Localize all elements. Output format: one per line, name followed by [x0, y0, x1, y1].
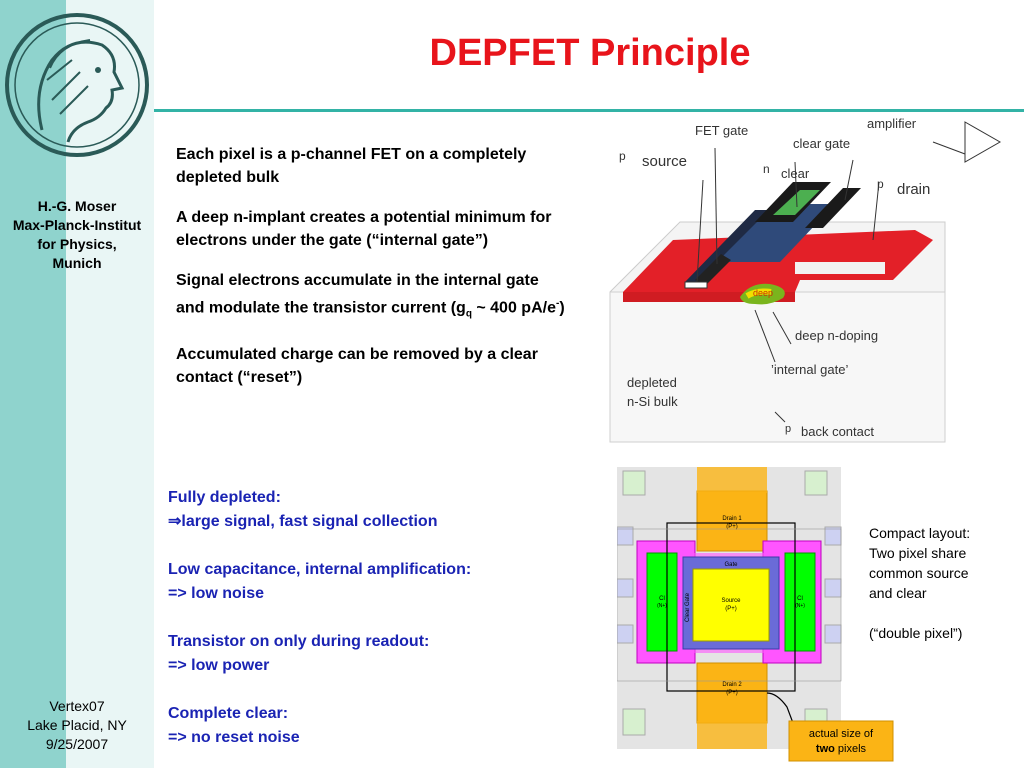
point-pixel: Each pixel is a p-channel FET on a compl…: [176, 146, 527, 186]
author-name: H.-G. Moser: [37, 198, 117, 214]
svg-text:source: source: [642, 153, 687, 170]
clear-gate: [805, 188, 861, 228]
conference-location: Lake Placid, NY: [27, 717, 127, 733]
svg-text:back contact: back contact: [801, 424, 874, 439]
svg-text:amplifier: amplifier: [867, 116, 917, 131]
svg-text:Gate: Gate: [724, 562, 738, 568]
pixel-layout-diagram: Drain 1 (P+) Drain 2 (P+) Cl (N+) Cl (N+…: [617, 467, 894, 762]
point-deep-implant: A deep n-implant creates a potential min…: [176, 209, 552, 249]
svg-text:actual size of: actual size of: [809, 728, 874, 740]
svg-text:Source: Source: [721, 598, 741, 604]
title-divider: [154, 109, 1024, 112]
actual-size-label: [788, 720, 894, 762]
double-pixel-note: (“double pixel”): [869, 625, 963, 641]
benefit-item: Low capacitance, internal amplification:…: [168, 561, 472, 602]
svg-text:p: p: [619, 149, 626, 163]
svg-text:(P+): (P+): [725, 606, 737, 612]
svg-text:Cl: Cl: [659, 596, 665, 602]
minerva-logo-icon: [5, 13, 149, 157]
svg-text:(N+): (N+): [795, 603, 805, 609]
benefit-item: Complete clear:=> no reset noise: [168, 705, 300, 746]
source-region: [692, 568, 770, 642]
svg-text:n: n: [763, 162, 770, 176]
benefits-list: Fully depleted:⇒large signal, fast signa…: [168, 486, 588, 774]
svg-text:Drain 2: Drain 2: [722, 682, 742, 688]
author-dept: for Physics,: [37, 236, 117, 252]
point-clear: Accumulated charge can be removed by a c…: [176, 345, 538, 386]
svg-text:p: p: [877, 177, 884, 191]
svg-text:(P+): (P+): [726, 690, 738, 696]
svg-text:two pixels: two pixels: [816, 743, 867, 755]
benefit-item: Fully depleted:⇒large signal, fast signa…: [168, 489, 438, 530]
author-block: H.-G. Moser Max-Planck-Institut for Phys…: [0, 197, 154, 273]
svg-text:Clear Gate: Clear Gate: [685, 592, 691, 622]
svg-text:Cl: Cl: [797, 596, 803, 602]
pixel-outline: [666, 522, 796, 692]
svg-text:clear: clear: [781, 166, 810, 181]
clear-right: [784, 552, 816, 652]
page-title: DEPFET Principle: [429, 32, 751, 74]
author-institute: Max-Planck-Institut: [12, 217, 142, 233]
benefit-item: Transistor on only during readout:=> low…: [168, 633, 430, 674]
drain-2-region: [696, 662, 768, 724]
sidebar-band-light: [66, 0, 154, 768]
svg-text:(P+): (P+): [726, 524, 738, 530]
main-points: Each pixel is a p-channel FET on a compl…: [176, 143, 571, 406]
svg-text:deep n-doping: deep n-doping: [795, 328, 878, 343]
svg-text:clear gate: clear gate: [793, 136, 850, 151]
depfet-device-diagram: deep FET gate clear gate amplifier p sou…: [609, 116, 1002, 443]
svg-text:’internal gate’: ’internal gate’: [771, 362, 848, 377]
point-signal: Signal electrons accumulate in the inter…: [176, 272, 565, 320]
svg-text:p: p: [785, 423, 791, 435]
conference-date: 9/25/2007: [45, 736, 109, 752]
svg-text:deep: deep: [753, 288, 773, 298]
svg-text:FET gate: FET gate: [695, 123, 748, 138]
svg-text:(N+): (N+): [657, 603, 667, 609]
conference-block: Vertex07 Lake Placid, NY 9/25/2007: [0, 697, 154, 754]
svg-text:drain: drain: [897, 181, 930, 198]
conference-name: Vertex07: [49, 698, 105, 714]
clear-left: [646, 552, 678, 652]
svg-text:n-Si bulk: n-Si bulk: [627, 394, 678, 409]
svg-text:Drain 1: Drain 1: [722, 516, 742, 522]
svg-text:depleted: depleted: [627, 375, 677, 390]
bulk-front-face: [609, 291, 946, 443]
author-city: Munich: [52, 255, 102, 271]
